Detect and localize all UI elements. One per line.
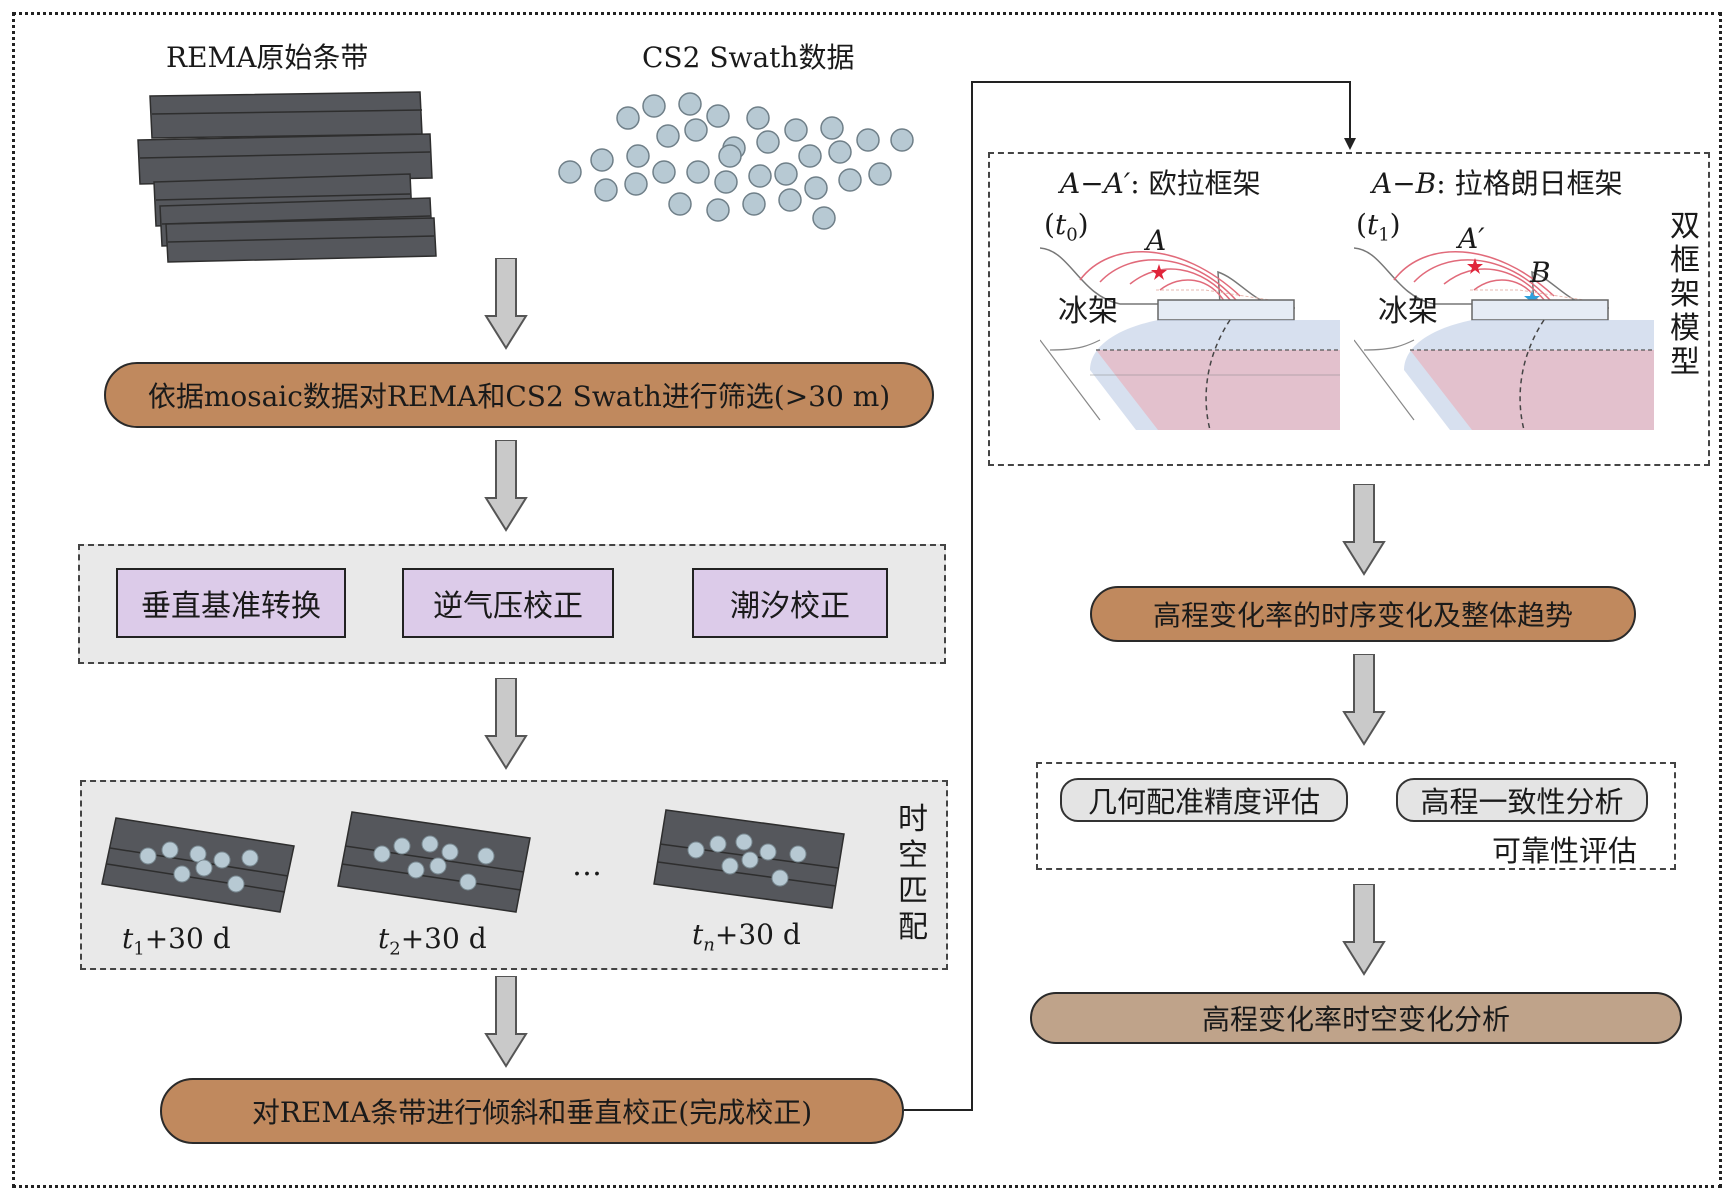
down-arrow-icon: [484, 440, 528, 532]
swath-dot: [594, 178, 618, 202]
time-matching-label: 时空匹配: [898, 802, 928, 945]
time-label-n: tn+30 d: [692, 918, 801, 956]
swath-dot: [624, 172, 648, 196]
swath-dot: [714, 170, 738, 194]
swath-dot: [868, 162, 892, 186]
swath-dot: [642, 94, 666, 118]
swath-dot: [756, 130, 780, 154]
swath-dot: [558, 160, 582, 184]
final-correction-pill: 对REMA条带进行倾斜和垂直校正(完成校正): [160, 1078, 904, 1144]
down-arrow-icon: [484, 258, 528, 350]
swath-dot: [652, 160, 676, 184]
ellipsis: …: [572, 848, 602, 883]
inverse-barometer-correction: 逆气压校正: [402, 568, 614, 638]
reliability-label: 可靠性评估: [1492, 834, 1638, 868]
vertical-datum-conversion: 垂直基准转换: [116, 568, 346, 638]
lagrange-ice-shelf-diagram: [1354, 247, 1654, 431]
swath-dot: [838, 168, 862, 192]
swath-dot: [804, 176, 828, 200]
t0-label: (t0): [1044, 208, 1089, 246]
matched-strip-1: [101, 817, 295, 913]
swath-dot: [616, 106, 640, 130]
swath-dot: [784, 118, 808, 142]
geometric-registration-accuracy: 几何配准精度评估: [1060, 778, 1348, 822]
swath-dot: [718, 144, 742, 168]
swath-dot: [748, 164, 772, 188]
down-arrow-icon: [1342, 884, 1386, 976]
matched-strip-2: [337, 811, 531, 913]
swath-dot: [626, 144, 650, 168]
rema-strip: [137, 133, 433, 185]
cs2-swath-title: CS2 Swath数据: [642, 41, 855, 74]
swath-dot: [746, 106, 770, 130]
down-arrow-icon: [1342, 484, 1386, 576]
lagrange-frame-title: A−B: 拉格朗日框架: [1372, 167, 1623, 200]
swath-dot: [742, 192, 766, 216]
dual-frame-box: [988, 152, 1710, 466]
swath-dot: [668, 192, 692, 216]
down-arrow-icon: [484, 678, 528, 770]
swath-dot: [656, 124, 680, 148]
filter-step-pill: 依据mosaic数据对REMA和CS2 Swath进行筛选(>30 m): [104, 362, 934, 428]
t1-label: (t1): [1356, 208, 1401, 246]
rema-strips-graphic: [137, 91, 437, 263]
swath-dot: [774, 162, 798, 186]
point-b-label: B: [1530, 256, 1551, 289]
rema-strips-title: REMA原始条带: [166, 41, 369, 74]
swath-dot: [856, 128, 880, 152]
matched-strip-n: [653, 809, 845, 909]
connector-line: [904, 81, 1356, 1111]
point-a-prime-label: A′: [1458, 222, 1485, 255]
swath-dot: [590, 148, 614, 172]
ice-shelf-label-lagrange: 冰架: [1378, 294, 1438, 329]
point-a-label: A: [1146, 224, 1167, 257]
swath-dot: [890, 128, 914, 152]
time-label-2: t2+30 d: [378, 922, 487, 960]
swath-dot: [778, 188, 802, 212]
euler-ice-shelf-diagram: [1040, 247, 1340, 431]
rema-strip: [149, 91, 423, 139]
time-label-1: t1+30 d: [122, 922, 231, 960]
swath-dot: [706, 198, 730, 222]
rema-strip: [165, 217, 437, 263]
dual-frame-model-label: 双框架模型: [1670, 209, 1700, 380]
cs2-swath-dots: [558, 92, 914, 230]
swath-dot: [706, 104, 730, 128]
ice-shelf-label-euler: 冰架: [1058, 294, 1118, 329]
outer-frame: [12, 12, 1722, 1188]
swath-dot: [686, 160, 710, 184]
euler-frame-title: A−A′: 欧拉框架: [1060, 167, 1261, 200]
tide-correction: 潮汐校正: [692, 568, 888, 638]
swath-dot: [812, 206, 836, 230]
reliability-box: [1036, 762, 1676, 870]
trend-step-pill: 高程变化率的时序变化及整体趋势: [1090, 586, 1636, 642]
swath-dot: [820, 116, 844, 140]
swath-dot: [828, 140, 852, 164]
swath-dot: [684, 118, 708, 142]
swath-dot: [798, 144, 822, 168]
swath-dot: [678, 92, 702, 116]
down-arrow-icon: [484, 976, 528, 1068]
final-analysis-pill: 高程变化率时空变化分析: [1030, 992, 1682, 1044]
elevation-consistency-analysis: 高程一致性分析: [1396, 778, 1648, 822]
down-arrow-icon: [1342, 654, 1386, 746]
